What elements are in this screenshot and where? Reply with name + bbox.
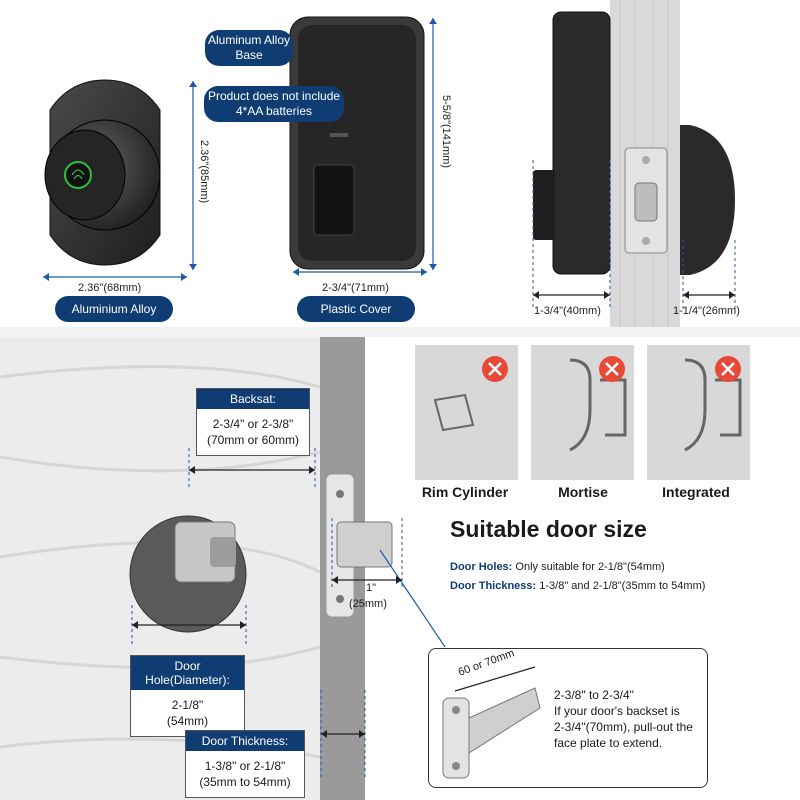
- front-height-label: 2.36"(85mm): [198, 140, 210, 204]
- latch-width-label-2: (25mm): [349, 598, 387, 610]
- side-outer-label: 1-1/4"(26mm): [673, 305, 740, 317]
- latch-detail-box: 60 or 70mm 2-3/8" to 2-3/4" If your door…: [428, 647, 708, 788]
- latch-detail-illustration: [442, 666, 541, 779]
- aluminum-base-badge: Aluminum Alloy Base: [205, 30, 293, 66]
- plastic-cover-badge: Plastic Cover: [297, 296, 415, 322]
- back-height-arrow: [429, 18, 437, 270]
- door-hole-value-2: (54mm): [166, 714, 209, 728]
- door-thickness-value-2: (35mm to 54mm): [199, 775, 291, 789]
- incompatible-types-illustration: [415, 345, 750, 480]
- section-divider: [0, 327, 800, 337]
- side-outer-arrow: [682, 240, 736, 310]
- door-thickness-spec-value: 1-3/8" and 2-1/8"(35mm to 54mm): [539, 580, 706, 592]
- back-height-label: 5-5/8"(141mm): [440, 95, 452, 168]
- door-holes-spec-value: Only suitable for 2-1/8"(54mm): [515, 561, 665, 573]
- door-thickness-value-1: 1-3/8" or 2-1/8": [204, 759, 286, 773]
- back-width-arrow: [293, 268, 427, 276]
- back-lock-illustration: [289, 16, 425, 270]
- door-hole-arrow: [131, 605, 247, 645]
- suitable-title: Suitable door size: [450, 516, 647, 542]
- latch-note: 2-3/8" to 2-3/4" If your door's backset …: [554, 687, 693, 751]
- door-thickness-spec: Door Thickness: 1-3/8" and 2-1/8"(35mm t…: [450, 580, 705, 592]
- latch-note-line-2: If your door's backset is: [554, 704, 680, 718]
- side-lock-illustration: [533, 0, 735, 327]
- battery-note-badge: Product does not include 4*AA batteries: [204, 86, 344, 122]
- backset-arrow: [188, 448, 316, 488]
- door-thickness-spec-label: Door Thickness:: [450, 580, 537, 592]
- side-inner-arrow: [532, 160, 611, 310]
- integrated-label: Integrated: [662, 484, 730, 500]
- door-thickness-arrow: [320, 690, 366, 780]
- side-inner-label: 1-3/4"(40mm): [534, 305, 601, 317]
- latch-note-line-3: 2-3/4"(70mm), pull-out the: [554, 720, 693, 734]
- latch-note-line-1: 2-3/8" to 2-3/4": [554, 688, 634, 702]
- front-width-arrow: [43, 273, 187, 281]
- x-mark-icon: [482, 356, 741, 382]
- back-width-label: 2-3/4"(71mm): [322, 282, 389, 294]
- backset-value: 2-3/4" or 2-3/8" (70mm or 60mm): [206, 417, 299, 447]
- door-hole-callout: Door Hole(Diameter): 2-1/8" (54mm): [130, 655, 245, 737]
- door-holes-spec-label: Door Holes:: [450, 561, 513, 573]
- latch-note-line-4: face plate to extend.: [554, 736, 663, 750]
- front-width-label: 2.36"(68mm): [78, 282, 142, 294]
- mortise-label: Mortise: [558, 484, 608, 500]
- latch-width-label-1: 1": [366, 582, 377, 594]
- door-thickness-callout: Door Thickness: 1-3/8" or 2-1/8" (35mm t…: [185, 730, 305, 798]
- door-hole-value-1: 2-1/8": [171, 698, 204, 712]
- door-holes-spec: Door Holes: Only suitable for 2-1/8"(54m…: [450, 561, 665, 573]
- front-lock-illustration: [44, 79, 161, 266]
- rim-cylinder-label: Rim Cylinder: [421, 484, 509, 500]
- aluminium-alloy-badge: Aluminium Alloy: [55, 296, 173, 322]
- latch-width-arrow: [331, 518, 403, 588]
- backset-callout: Backsat: 2-3/4" or 2-3/8" (70mm or 60mm): [196, 388, 310, 456]
- front-height-arrow: [189, 81, 197, 270]
- backset-title: Backsat:: [197, 389, 309, 409]
- door-thickness-title: Door Thickness:: [186, 731, 304, 751]
- door-hole-title: Door Hole(Diameter):: [131, 656, 244, 690]
